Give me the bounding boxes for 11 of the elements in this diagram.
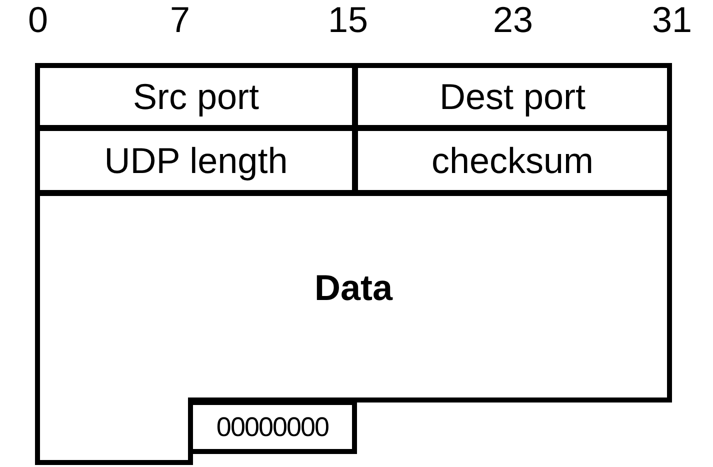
bit-number: 0 [28,0,48,40]
bit-number: 7 [170,0,190,40]
field-label: Src port [132,76,260,118]
field-label: UDP length [104,140,288,182]
bit-number: 15 [328,0,368,40]
section-label: Data [314,267,393,309]
field-label: 00000000 [216,412,329,442]
field-label: checksum [431,140,594,182]
bit-number: 31 [652,0,692,40]
field-label: Dest port [439,76,586,118]
bit-number: 23 [492,0,534,40]
